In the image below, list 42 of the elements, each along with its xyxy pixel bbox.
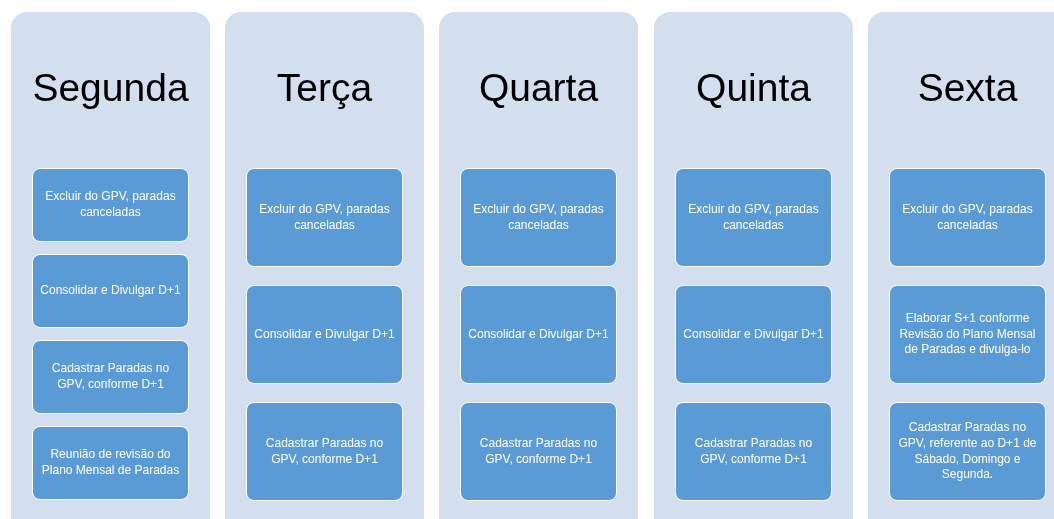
task-text: Consolidar e Divulgar D+1 [254, 326, 395, 343]
task-text: Excluir do GPV, paradas canceladas [687, 201, 820, 234]
task-box [889, 285, 1046, 384]
task-box [889, 402, 1046, 501]
task-box [675, 285, 832, 384]
day-heading: Quarta [477, 65, 600, 111]
task-box [32, 426, 189, 500]
task-box [32, 254, 189, 328]
day-heading: Quinta [695, 65, 812, 111]
task-text: Excluir do GPV, paradas canceladas [258, 201, 391, 234]
task-text: Elaborar S+1 conforme Revisão do Plano Mensal de Paradas e divulga-lo [898, 311, 1037, 358]
task-box [675, 402, 832, 501]
day-column [868, 12, 1054, 519]
task-box [460, 402, 617, 501]
task-text: Excluir do GPV, paradas canceladas [44, 189, 177, 221]
task-box [460, 168, 617, 267]
task-box [246, 285, 403, 384]
day-column [11, 12, 210, 519]
day-heading: Terça [275, 65, 374, 111]
task-text: Cadastrar Paradas no GPV, conforme D+1 [50, 361, 171, 393]
day-heading: Segunda [31, 65, 190, 111]
task-text: Excluir do GPV, paradas canceladas [472, 201, 605, 234]
day-column [439, 12, 638, 519]
task-text: Reunião de revisão do Plano Mensal de Paradas [40, 447, 181, 479]
day-column [225, 12, 424, 519]
task-box [246, 402, 403, 501]
day-column [654, 12, 853, 519]
task-text: Excluir do GPV, paradas canceladas [901, 201, 1034, 234]
task-box [246, 168, 403, 267]
task-box [675, 168, 832, 267]
task-box [32, 340, 189, 414]
task-text: Cadastrar Paradas no GPV, conforme D+1 [264, 435, 385, 468]
task-text: Cadastrar Paradas no GPV, referente ao D+1 de Sábado, Domingo e Segunda. [897, 420, 1038, 483]
task-text: Consolidar e Divulgar D+1 [683, 326, 824, 343]
task-text: Consolidar e Divulgar D+1 [40, 283, 181, 299]
task-box [32, 168, 189, 242]
day-heading: Sexta [916, 65, 1019, 111]
task-box [460, 285, 617, 384]
task-box [889, 168, 1046, 267]
task-text: Cadastrar Paradas no GPV, conforme D+1 [478, 435, 599, 468]
task-text: Consolidar e Divulgar D+1 [468, 326, 609, 343]
task-text: Cadastrar Paradas no GPV, conforme D+1 [693, 435, 814, 468]
